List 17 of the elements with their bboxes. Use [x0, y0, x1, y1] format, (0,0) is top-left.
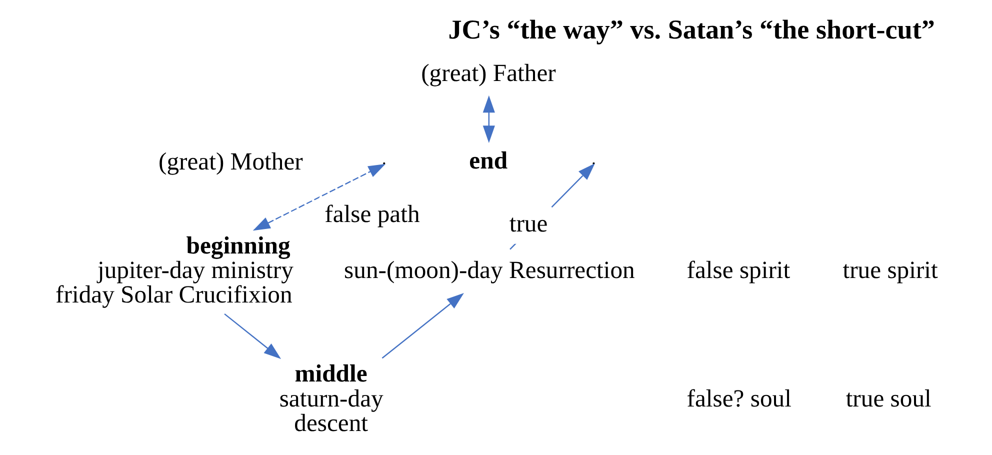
arrow: [224, 313, 282, 359]
label: true soul: [846, 385, 932, 412]
node-text: middle saturn-day descent: [279, 360, 384, 437]
edge-label: true: [509, 210, 548, 238]
arrow: [252, 164, 386, 231]
node-text: beginning jupiter-day ministry friday Solar Crucifixion: [56, 232, 294, 309]
edge-label: false path: [324, 200, 420, 228]
label: false? soul: [686, 385, 792, 412]
label: false spirit: [686, 257, 790, 284]
label: (great) Mother: [158, 148, 303, 176]
label: true spirit: [842, 257, 938, 284]
node-text: end: [469, 147, 508, 174]
diagram-title: JC’s “the way” vs. Satan’s “the short-cut”: [448, 14, 935, 44]
arrow: [482, 95, 495, 143]
node-text: (great) Father: [421, 60, 556, 87]
arrow: [382, 293, 464, 359]
node-text: sun-(moon)-day Resurrection: [344, 257, 635, 284]
